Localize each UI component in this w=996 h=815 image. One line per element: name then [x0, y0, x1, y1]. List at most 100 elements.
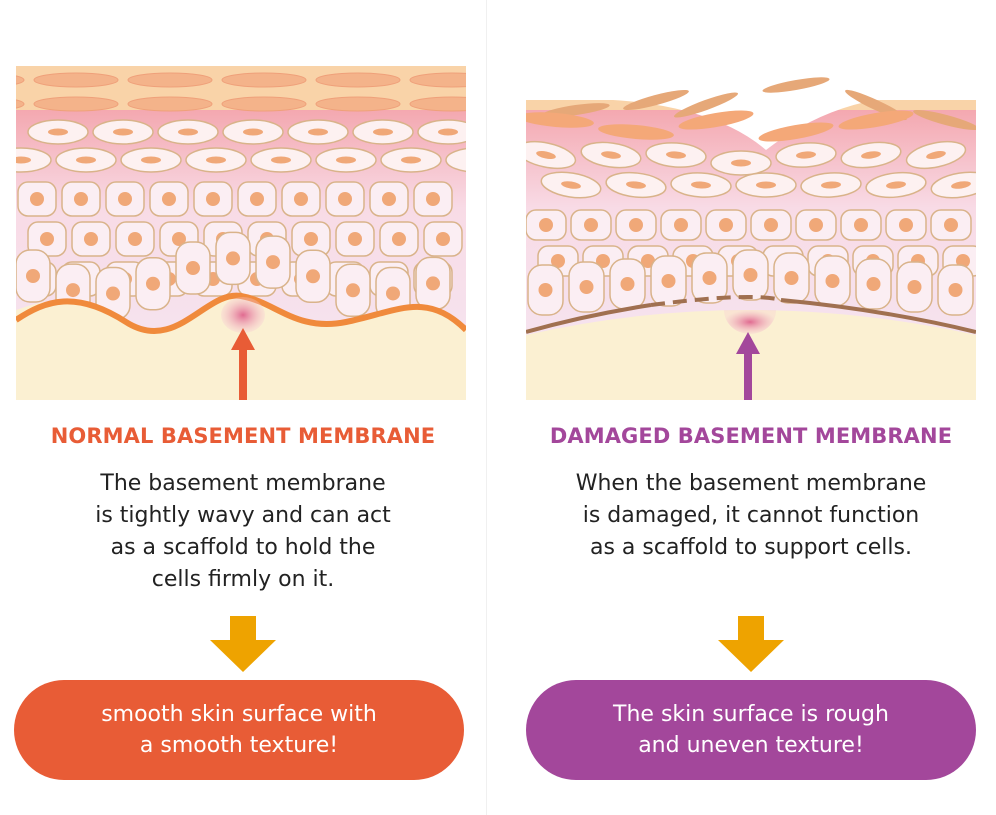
flaking-cell	[913, 109, 976, 131]
flat-cell	[605, 171, 667, 199]
description-line: The basement membrane	[100, 471, 386, 496]
up-arrow-icon	[231, 328, 255, 400]
flat-cell-nucleus	[308, 128, 328, 136]
highlight-spot	[221, 297, 265, 333]
cell-nucleus	[584, 218, 598, 232]
flat-cell-nucleus	[886, 181, 906, 189]
flat-cell-nucleus	[626, 181, 646, 189]
corneocyte	[16, 75, 25, 85]
flat-cell-nucleus	[48, 128, 68, 136]
flat-cell	[445, 147, 466, 173]
cell-nucleus	[128, 232, 142, 246]
flat-cell-nucleus	[756, 181, 776, 189]
flat-cell-nucleus	[691, 181, 711, 189]
flat-cell-nucleus	[438, 128, 458, 136]
flaking-cell	[762, 77, 830, 93]
cell-nucleus	[74, 192, 88, 206]
flat-cell-nucleus	[796, 151, 816, 159]
damaged-membrane-description: When the basement membrane is damaged, i…	[516, 468, 986, 564]
cell-nucleus	[250, 192, 264, 206]
flat-cell	[865, 171, 927, 199]
cell-nucleus	[702, 271, 717, 285]
flat-cell	[185, 147, 247, 173]
cell-nucleus	[84, 232, 98, 246]
corneocyte	[33, 96, 119, 112]
flat-cell	[352, 119, 414, 145]
normal-membrane-title: NORMAL BASEMENT MEMBRANE	[50, 424, 436, 448]
cell-nucleus	[809, 218, 823, 232]
flat-cell-nucleus	[76, 156, 96, 164]
corneocyte	[678, 110, 754, 130]
cell-nucleus	[743, 268, 758, 282]
flat-cell	[840, 141, 902, 169]
cell-nucleus	[899, 218, 913, 232]
cell-nucleus	[306, 269, 320, 284]
cell-nucleus	[436, 232, 450, 246]
panel-divider	[486, 0, 487, 815]
cell-nucleus	[948, 283, 963, 297]
flat-cell	[287, 119, 349, 145]
flat-cell-nucleus	[336, 156, 356, 164]
cell-nucleus	[661, 274, 676, 288]
flat-cell	[250, 147, 312, 173]
cell-nucleus	[784, 271, 799, 285]
flat-cell	[55, 147, 117, 173]
flat-cell	[800, 172, 862, 198]
cell-nucleus	[944, 218, 958, 232]
cell-nucleus	[674, 218, 688, 232]
flat-cell-nucleus	[731, 159, 751, 167]
cell-nucleus	[304, 232, 318, 246]
flat-cell-nucleus	[373, 128, 393, 136]
flat-cell	[930, 171, 976, 199]
cell-nucleus	[266, 255, 280, 270]
flat-cell-nucleus	[561, 181, 581, 189]
cell-nucleus	[40, 232, 54, 246]
cell-nucleus	[620, 277, 635, 291]
cell-nucleus	[629, 218, 643, 232]
flat-cell-nucleus	[113, 128, 133, 136]
corneocyte	[526, 112, 594, 128]
cell-nucleus	[186, 261, 200, 276]
cell-nucleus	[346, 283, 360, 298]
flat-cell-nucleus	[243, 128, 263, 136]
cell-nucleus	[426, 276, 440, 291]
flat-cell-nucleus	[271, 156, 291, 164]
flat-cell	[120, 147, 182, 173]
cell-nucleus	[294, 192, 308, 206]
flat-cell	[157, 119, 219, 145]
cell-nucleus	[426, 192, 440, 206]
highlight-spot	[724, 310, 776, 334]
description-line: cells firmly on it.	[151, 567, 335, 592]
flat-cell-nucleus	[926, 150, 946, 160]
corneocyte	[598, 124, 674, 140]
up-arrow-icon	[736, 332, 760, 400]
damaged-membrane-title: DAMAGED BASEMENT MEMBRANE	[549, 424, 953, 448]
cell-nucleus	[551, 254, 565, 268]
corneocyte	[409, 72, 466, 88]
flat-cell-nucleus	[401, 156, 421, 164]
corneocyte	[127, 96, 213, 112]
corneocyte	[758, 122, 834, 142]
flat-cell	[315, 147, 377, 173]
flat-cell-body	[16, 147, 52, 173]
cell-nucleus	[538, 283, 553, 297]
description-line: as a scaffold to hold the	[110, 535, 376, 560]
corneocyte	[33, 72, 119, 88]
flat-cell	[222, 119, 284, 145]
cell-nucleus	[338, 192, 352, 206]
cell-nucleus	[226, 251, 240, 266]
flat-cell	[16, 147, 52, 173]
description-line: as a scaffold to support cells.	[590, 535, 912, 560]
cell-nucleus	[118, 192, 132, 206]
cell-nucleus	[172, 232, 186, 246]
flat-cell-nucleus	[536, 150, 556, 160]
flat-cell-nucleus	[861, 151, 881, 159]
corneocyte	[16, 99, 25, 109]
flat-cell	[92, 119, 154, 145]
basement-membrane	[16, 292, 466, 334]
cell-nucleus	[382, 192, 396, 206]
cell-nucleus	[348, 232, 362, 246]
flat-cell-nucleus	[601, 151, 621, 159]
flat-cell	[670, 172, 732, 198]
